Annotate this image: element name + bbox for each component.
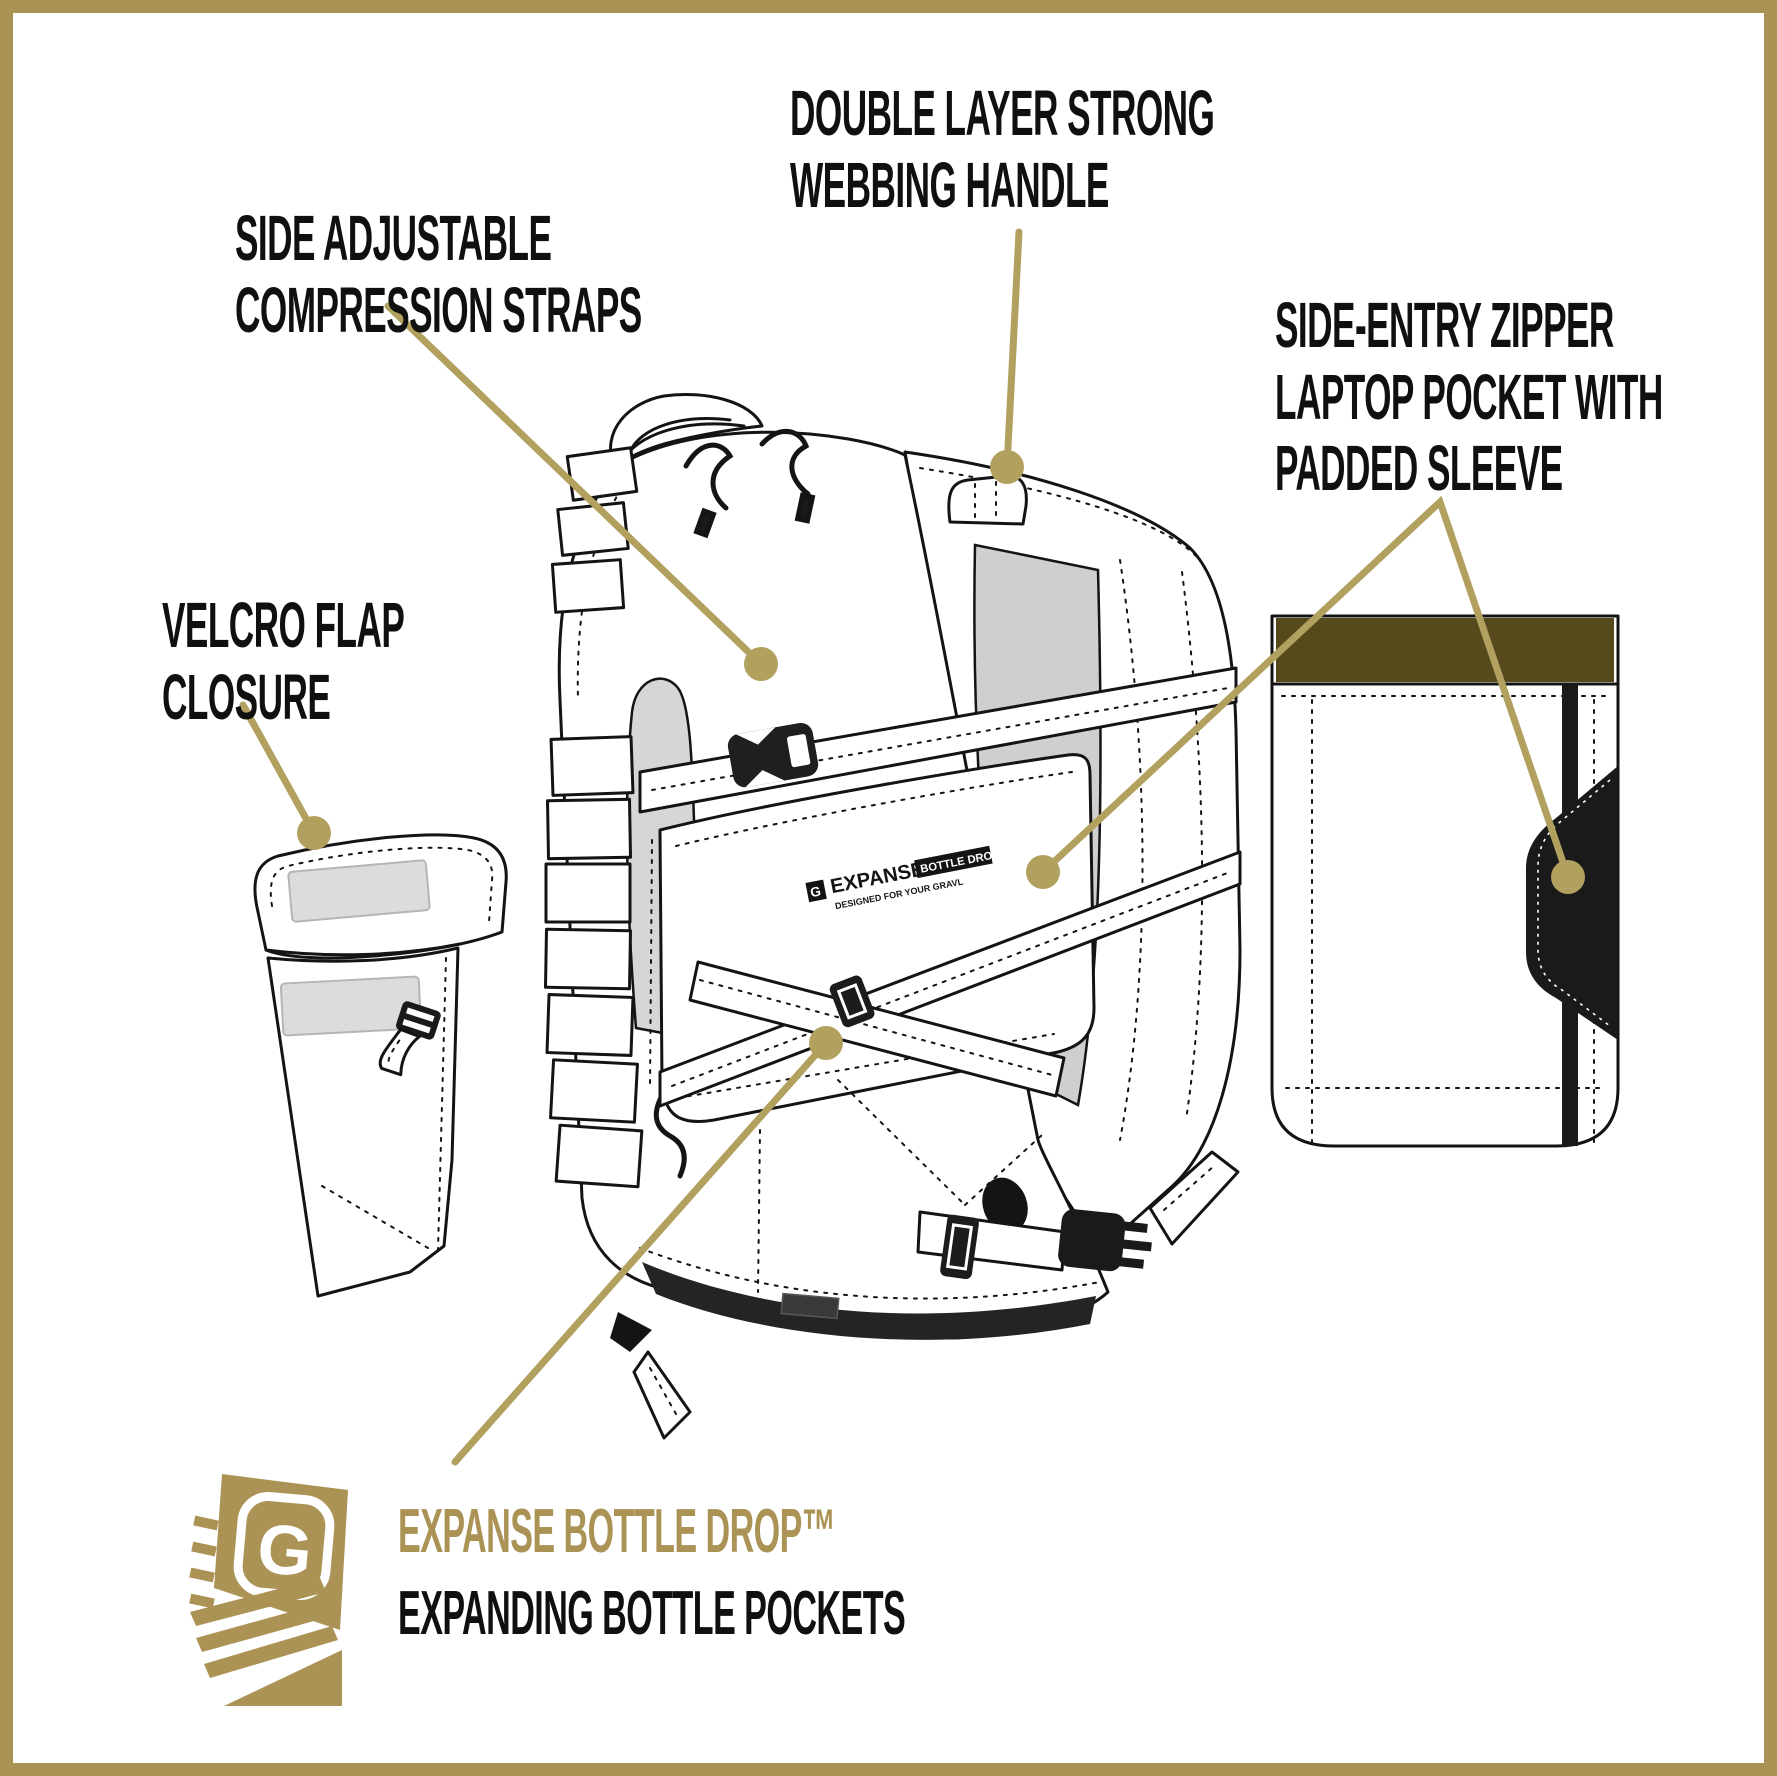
- callout-lines: [239, 228, 1585, 1466]
- brand-logo-letter: G: [254, 1509, 315, 1591]
- zipper-pull-cords: [683, 428, 816, 539]
- callout-dot-bottle-drop: [809, 1026, 843, 1060]
- callout-line-bottle-drop: [451, 1039, 830, 1466]
- label-velcro-flap: VELCRO FLAP CLOSURE: [162, 589, 405, 733]
- label-line: DOUBLE LAYER STRONG: [790, 77, 1215, 149]
- callout-dot-compression-straps: [744, 647, 778, 681]
- label-line: PADDED SLEEVE: [1275, 432, 1563, 505]
- velcro-strip-body: [279, 975, 423, 1037]
- velcro-pouch-illustration: [253, 833, 508, 1298]
- bottom-webbing-band: [642, 1262, 1096, 1340]
- label-compression-straps: SIDE ADJUSTABLE COMPRESSION STRAPS: [235, 202, 642, 346]
- shoulder-harness-top: [550, 392, 764, 614]
- label-webbing-handle: DOUBLE LAYER STRONG WEBBING HANDLE: [790, 77, 1215, 221]
- callout-line-webbing-handle: [1003, 228, 1023, 471]
- molle-webbing-ladder: [544, 735, 644, 1189]
- callout-dot-laptop-pocket-right: [1551, 860, 1585, 894]
- brand-logo: G: [189, 1474, 348, 1706]
- callout-line-laptop-pocket: [1039, 495, 1572, 881]
- backpack-illustration: G EXPANSE BOTTLE DROP DESIGNED FOR YOUR …: [544, 392, 1242, 1440]
- pouch-strap-slider: [378, 1001, 441, 1077]
- waist-buckle: [1058, 1209, 1152, 1272]
- callout-line-compression-straps: [384, 302, 765, 668]
- label-line: VELCRO FLAP: [162, 589, 405, 661]
- label-bottle-drop-desc: EXPANDING BOTTLE POCKETS: [398, 1579, 906, 1648]
- strap-triglide: [829, 975, 875, 1028]
- label-laptop-pocket: SIDE-ENTRY ZIPPER LAPTOP POCKET WITH PAD…: [1275, 289, 1663, 505]
- label-line: SIDE ADJUSTABLE: [235, 202, 552, 274]
- callout-dot-laptop-pocket-left: [1026, 855, 1060, 889]
- patch-mini-logo: G: [809, 883, 822, 900]
- label-bottle-drop-name: EXPANSE BOTTLE DROP™: [398, 1497, 836, 1566]
- sleeve-olive-band: [1276, 618, 1614, 682]
- bottom-band-label: [780, 1292, 840, 1320]
- label-line: CLOSURE: [162, 660, 331, 733]
- side-release-buckle: [727, 722, 819, 788]
- compression-straps: [638, 666, 1242, 1108]
- bottom-hanging-strap: [610, 1312, 692, 1440]
- waist-strap-slider: [940, 1214, 979, 1280]
- callout-line-velcro-flap: [239, 701, 318, 837]
- waist-straps: [916, 1150, 1240, 1280]
- callout-dot-velcro-flap: [297, 816, 331, 850]
- label-line: WEBBING HANDLE: [790, 148, 1109, 221]
- velcro-strip-flap: [287, 859, 431, 923]
- label-line: SIDE-ENTRY ZIPPER: [1275, 289, 1614, 361]
- webbing-handle: [947, 474, 1028, 526]
- callout-dot-webbing-handle: [990, 450, 1024, 484]
- laptop-sleeve-illustration: [1270, 614, 1620, 1148]
- label-line: COMPRESSION STRAPS: [235, 273, 642, 346]
- label-line: LAPTOP POCKET WITH: [1275, 360, 1663, 433]
